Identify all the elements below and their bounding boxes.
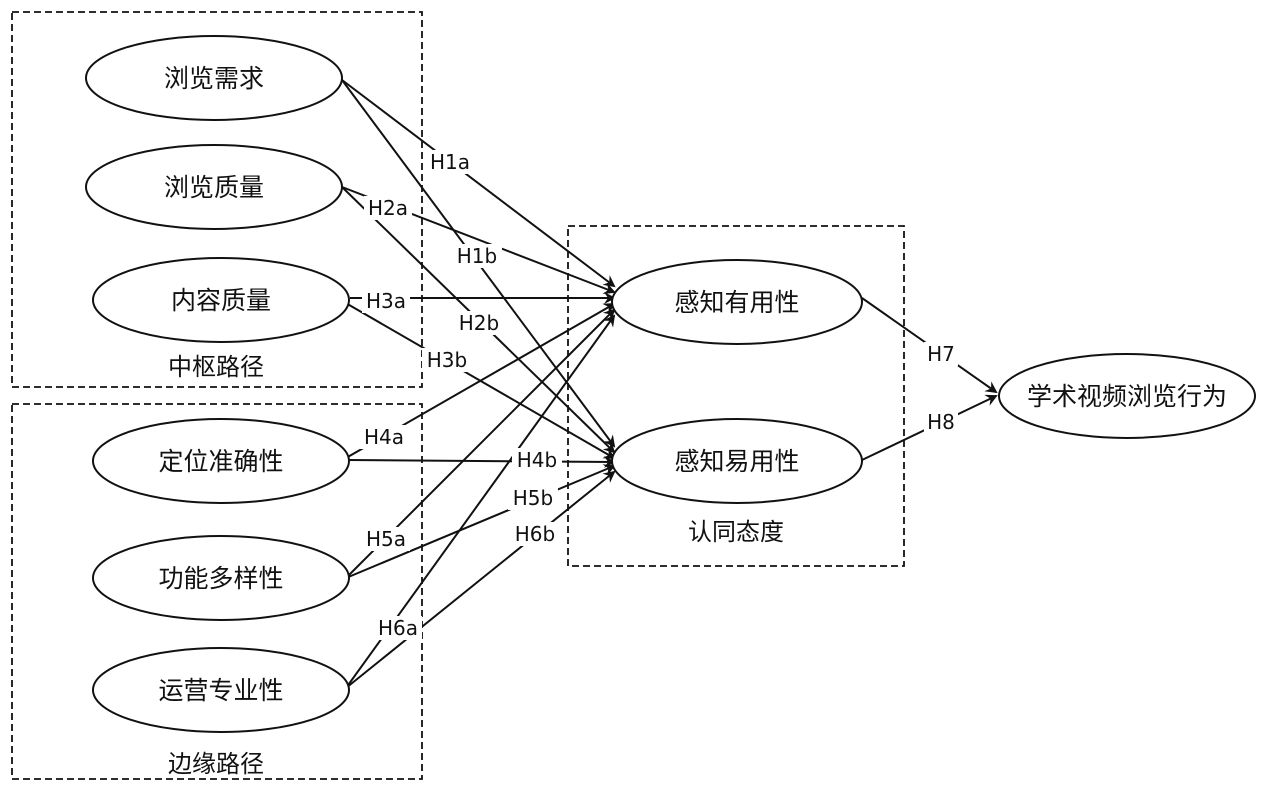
node-label-browse-demand: 浏览需求	[164, 64, 264, 93]
node-label-perceived-usefulness: 感知有用性	[674, 288, 799, 317]
edge-h3b	[343, 301, 616, 460]
node-browse-demand: 浏览需求	[85, 35, 343, 121]
edge-label-h2b: H2b	[459, 311, 499, 335]
node-browse-quality: 浏览质量	[85, 144, 343, 230]
node-academic-video-behavior: 学术视频浏览行为	[998, 353, 1256, 439]
edge-label-h1a: H1a	[430, 150, 470, 174]
edge-label-h4b: H4b	[517, 448, 557, 472]
edge-h6b	[345, 470, 616, 689]
node-function-diversity: 功能多样性	[92, 535, 350, 621]
node-label-operation-professionalism: 运营专业性	[158, 676, 283, 705]
peripheral-path-label: 边缘路径	[168, 750, 264, 778]
edge-label-h6a: H6a	[378, 616, 418, 640]
edge-label-h3a: H3a	[366, 289, 406, 313]
node-label-content-quality: 内容质量	[171, 286, 271, 315]
node-perceived-ease-of-use: 感知易用性	[611, 418, 863, 504]
node-perceived-usefulness: 感知有用性	[611, 259, 863, 345]
node-label-perceived-ease-of-use: 感知易用性	[674, 447, 799, 476]
central-path-group	[11, 11, 423, 388]
attitude-label: 认同态度	[688, 518, 784, 546]
central-path-label: 中枢路径	[168, 353, 264, 381]
edge-label-h5b: H5b	[513, 486, 553, 510]
node-operation-professionalism: 运营专业性	[92, 647, 350, 733]
node-label-function-diversity: 功能多样性	[158, 564, 283, 593]
edge-h1a	[341, 79, 616, 288]
edge-label-h5a: H5a	[366, 527, 406, 551]
edge-labels: H1a H1b H2a H2b H3a H3b H4a H4b H5b H5a …	[360, 150, 958, 640]
attitude-group	[567, 225, 905, 567]
edge-label-h2a: H2a	[368, 196, 408, 220]
node-content-quality: 内容质量	[92, 257, 350, 343]
edge-label-h4a: H4a	[364, 425, 404, 449]
edge-label-h6b: H6b	[515, 522, 555, 546]
edge-label-h3b: H3b	[427, 348, 467, 372]
edge-h4b	[347, 455, 616, 468]
edge-h5b	[345, 464, 616, 579]
node-label-academic-video-behavior: 学术视频浏览行为	[1027, 382, 1227, 411]
node-label-browse-quality: 浏览质量	[164, 173, 264, 202]
edge-label-h7: H7	[927, 342, 955, 366]
edge-label-h8: H8	[927, 410, 955, 434]
node-positioning-accuracy: 定位准确性	[92, 418, 350, 504]
peripheral-path-group	[11, 403, 423, 780]
node-label-positioning-accuracy: 定位准确性	[158, 447, 283, 476]
edge-label-h1b: H1b	[457, 244, 497, 268]
